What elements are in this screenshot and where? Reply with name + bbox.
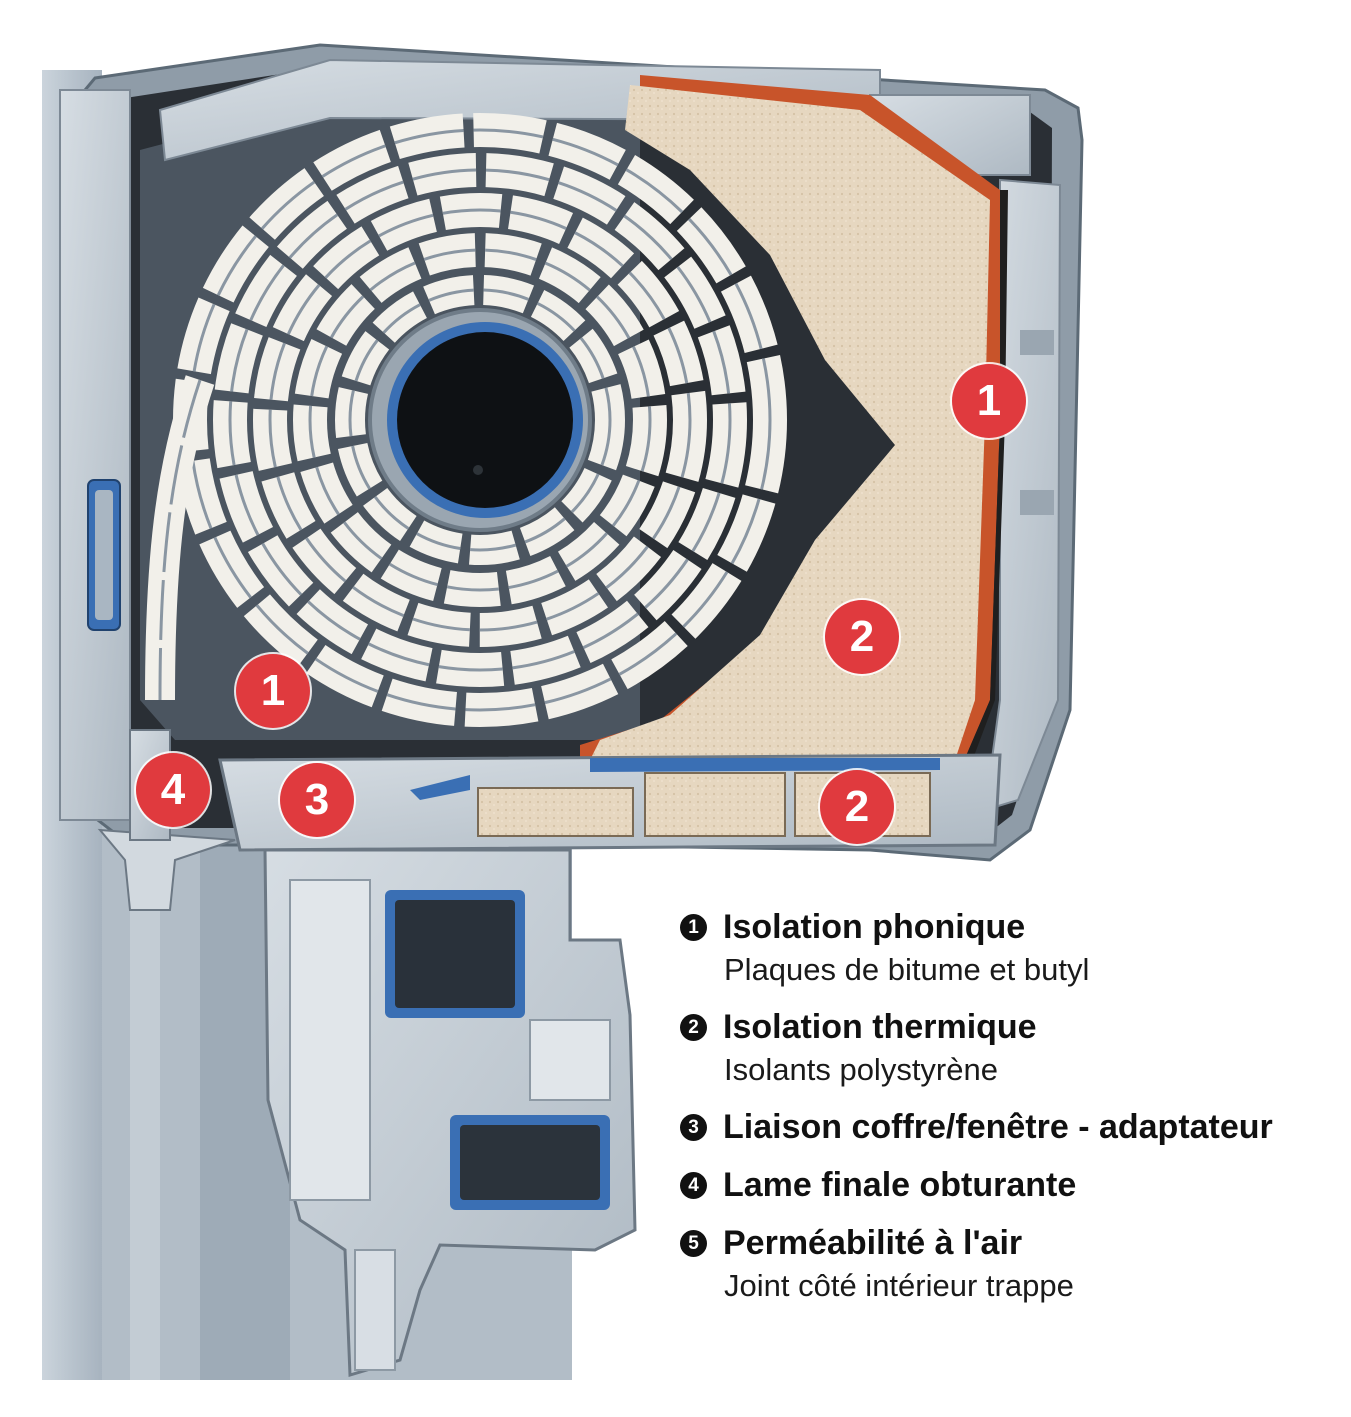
legend-title-3: Liaison coffre/fenêtre - adaptateur bbox=[723, 1108, 1273, 1146]
rolled-shutter-slats bbox=[145, 113, 787, 727]
legend-item-1: 1 Isolation phonique Plaques de bitume et… bbox=[680, 905, 1340, 991]
legend-title-1: Isolation phonique bbox=[723, 908, 1026, 946]
legend-item-3: 3 Liaison coffre/fenêtre - adaptateur bbox=[680, 1105, 1340, 1149]
legend-subtitle-5: Joint côté intérieur trappe bbox=[724, 1268, 1074, 1303]
legend-subtitle-1: Plaques de bitume et butyl bbox=[724, 952, 1090, 987]
legend-title-4: Lame finale obturante bbox=[723, 1166, 1077, 1204]
legend-title-5: Perméabilité à l'air bbox=[723, 1224, 1023, 1262]
legend: 1 Isolation phonique Plaques de bitume et… bbox=[680, 905, 1340, 1321]
bullet-1: 1 bbox=[680, 913, 707, 941]
bullet-2: 2 bbox=[680, 1013, 707, 1041]
marker-2-bottom-insulation: 2 bbox=[820, 770, 894, 844]
marker-2-foam-block: 2 bbox=[825, 600, 899, 674]
legend-subtitle-2: Isolants polystyrène bbox=[724, 1052, 998, 1087]
bottom-profile bbox=[97, 729, 1002, 911]
legend-title-2: Isolation thermique bbox=[723, 1008, 1037, 1046]
marker-3-adapter: 3 bbox=[280, 763, 354, 837]
marker-1-left: 1 bbox=[236, 654, 310, 728]
legend-item-2: 2 Isolation thermique Isolants polystyrèn… bbox=[680, 1005, 1340, 1091]
legend-item-5: 5 Perméabilité à l'air Joint côté intérie… bbox=[680, 1221, 1340, 1307]
marker-4-final-slat: 4 bbox=[136, 753, 210, 827]
window-frame-profile bbox=[263, 848, 637, 1377]
legend-item-4: 4 Lame finale obturante bbox=[680, 1163, 1340, 1207]
bullet-5: 5 bbox=[680, 1229, 707, 1257]
marker-1-phonic-plate: 1 bbox=[952, 364, 1026, 438]
bullet-4: 4 bbox=[680, 1171, 707, 1199]
thermal-foam-block bbox=[580, 75, 1008, 772]
bullet-3: 3 bbox=[680, 1113, 707, 1141]
axle-tube bbox=[368, 308, 592, 532]
